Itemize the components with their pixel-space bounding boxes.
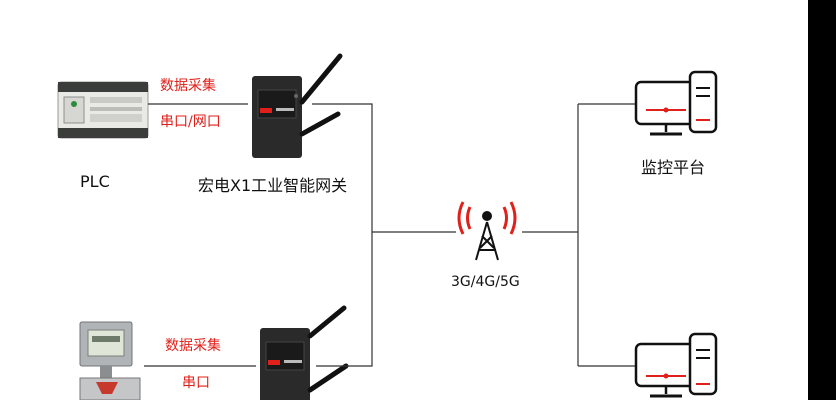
monitor-platform-bottom-icon xyxy=(634,332,718,398)
top-collect-label: 数据采集 xyxy=(160,78,216,94)
connection-lines xyxy=(144,103,636,367)
monitor-label: 监控平台 xyxy=(641,158,706,177)
right-edge-bar xyxy=(808,0,836,400)
top-serial-label: 串口/网口 xyxy=(160,114,221,130)
monitor-platform-top-icon xyxy=(634,70,718,136)
bottom-serial-label: 串口 xyxy=(182,375,210,391)
gateway-device-bottom-image xyxy=(260,305,349,404)
network-label: 3G/4G/5G xyxy=(451,274,520,290)
gateway-label: 宏电X1工业智能网关 xyxy=(198,176,348,195)
signal-tower-icon xyxy=(457,201,517,261)
bottom-collect-label: 数据采集 xyxy=(165,338,221,354)
plc-device-image xyxy=(57,81,149,139)
gateway-device-top-image xyxy=(252,53,343,158)
flowmeter-device-image xyxy=(79,321,141,401)
plc-label: PLC xyxy=(80,172,110,191)
